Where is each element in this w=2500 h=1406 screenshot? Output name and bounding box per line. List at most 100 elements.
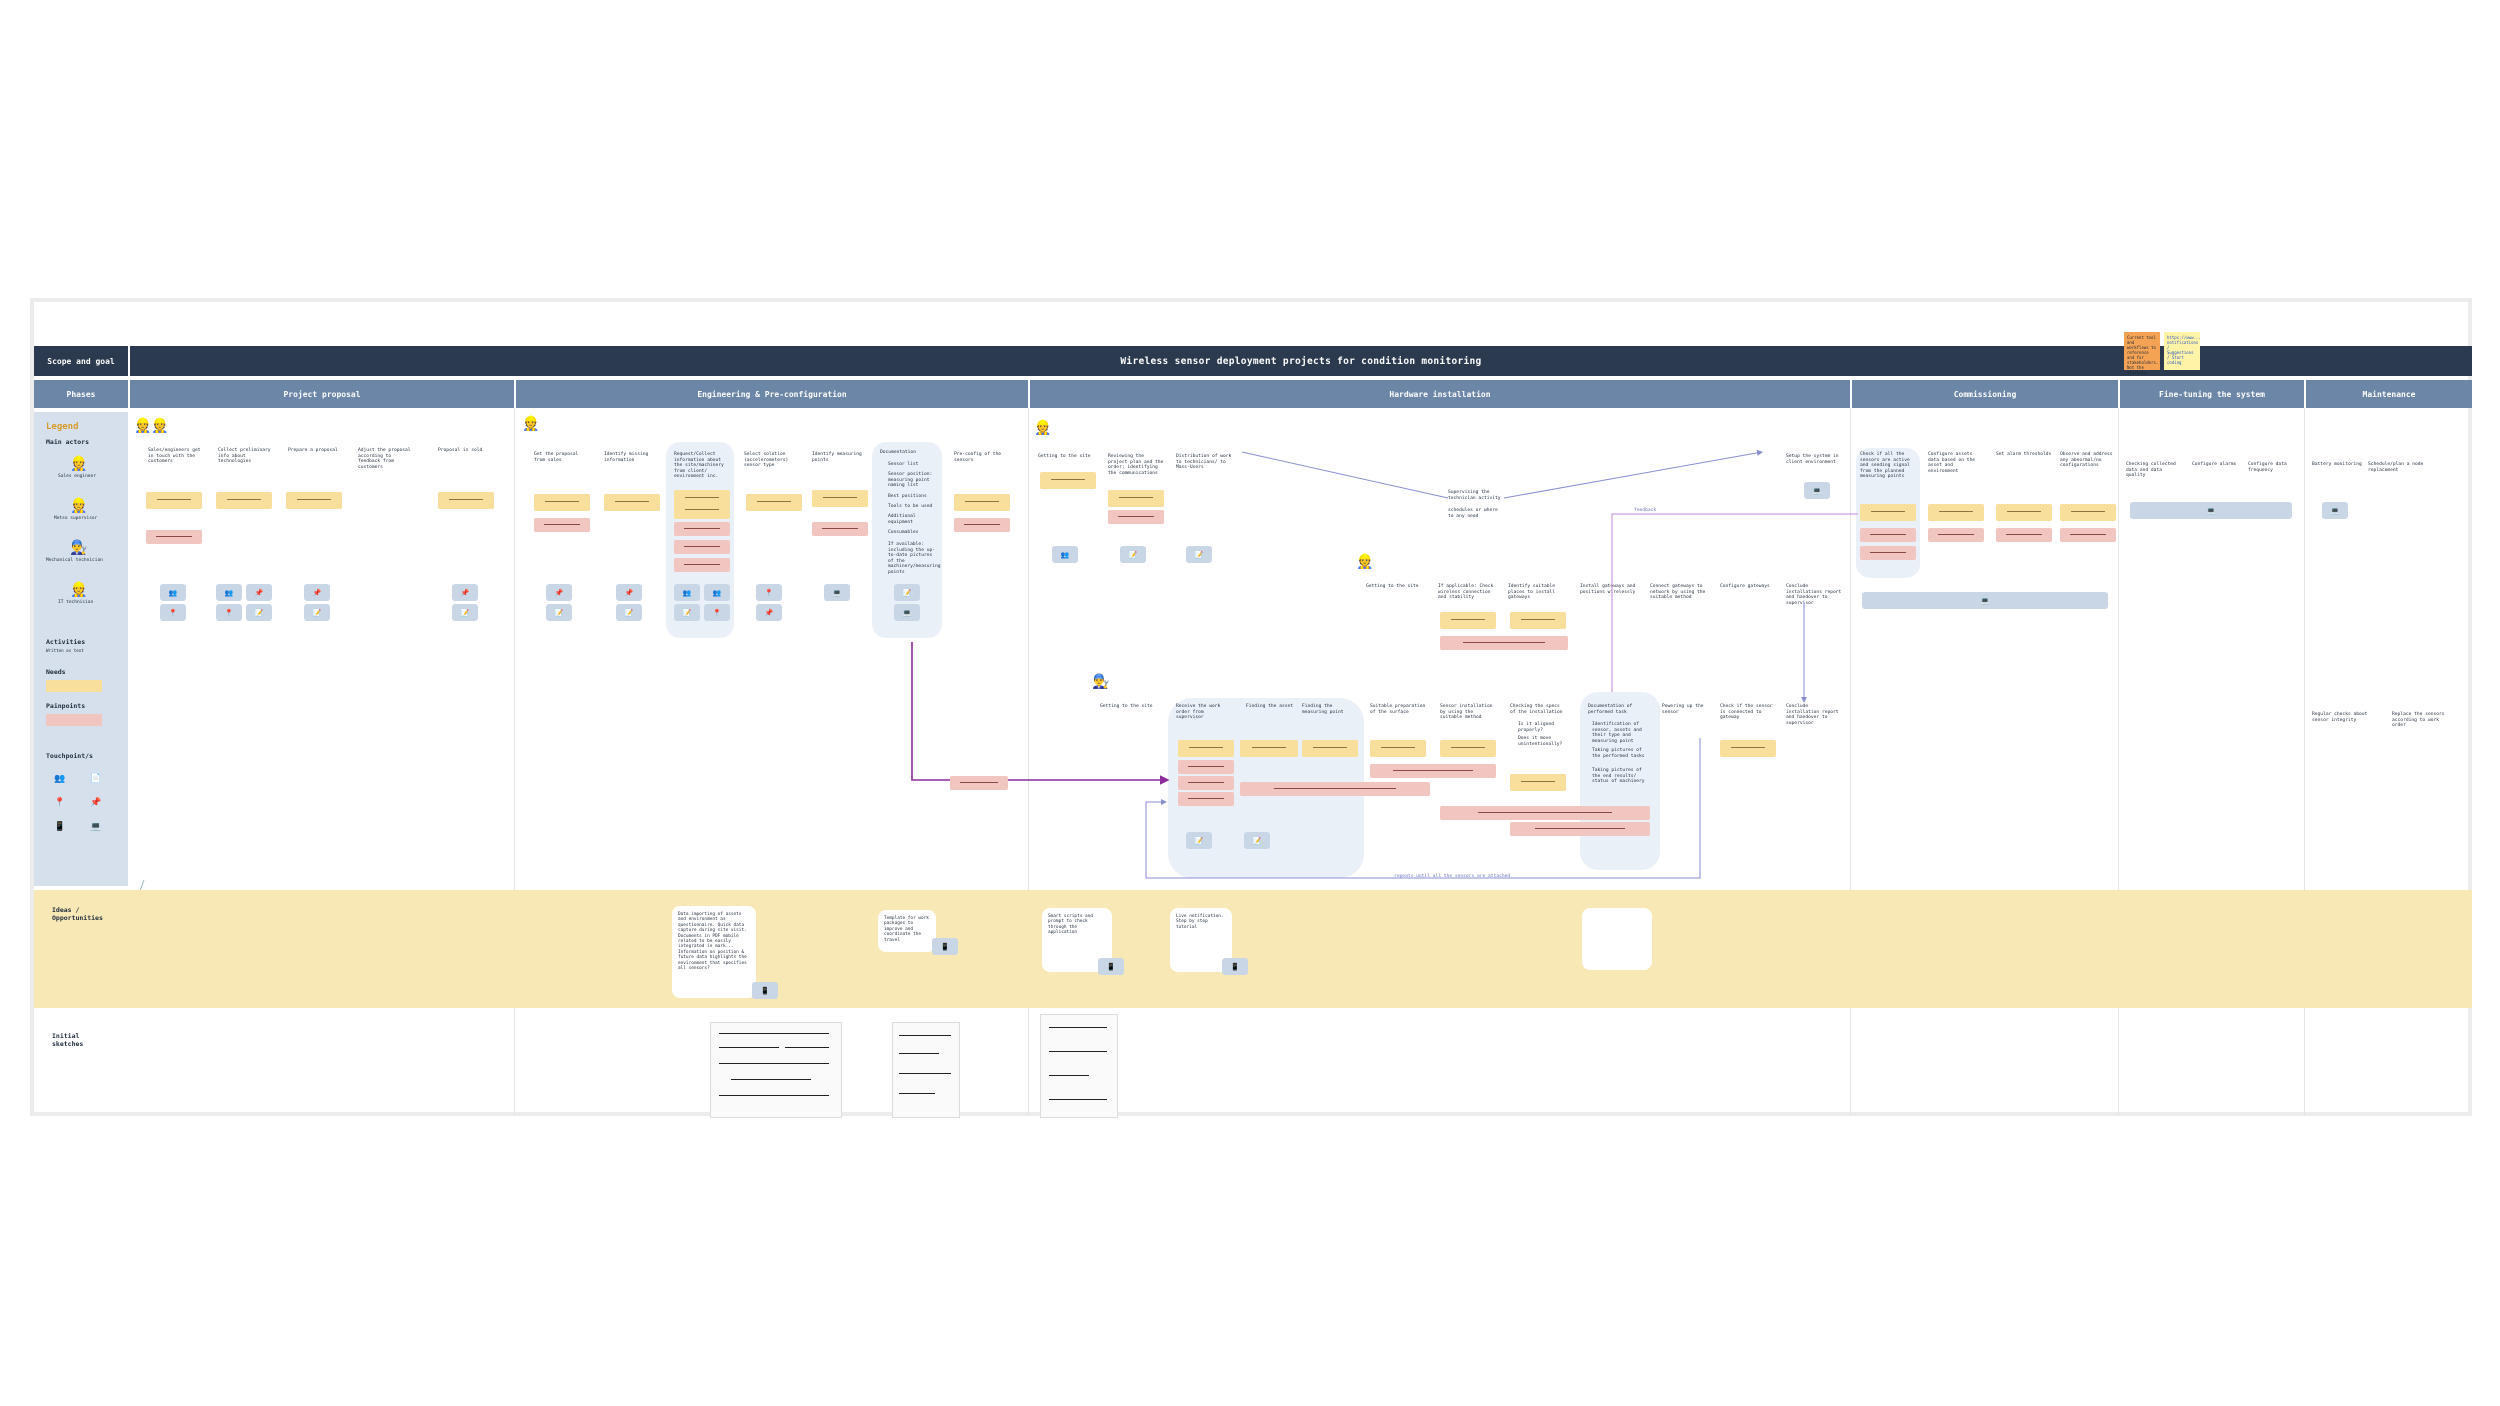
activity-card[interactable]: Install gateways and positions wirelessl…: [1580, 584, 1636, 595]
touchpoint[interactable]: 📍: [704, 604, 730, 621]
activity-card[interactable]: If applicable: Check wireless connection…: [1438, 584, 1494, 601]
activity-card[interactable]: Finding the measuring point: [1302, 704, 1344, 715]
activity-card[interactable]: Replace the sensors according to work or…: [2392, 712, 2445, 729]
pain-card[interactable]: [1240, 782, 1430, 796]
need-card[interactable]: [1440, 740, 1496, 757]
activity-card[interactable]: Finding the asset: [1246, 704, 1294, 709]
activity-card[interactable]: Identify suitable places to install gate…: [1508, 584, 1556, 601]
touchpoint[interactable]: 👥: [704, 584, 730, 601]
need-card[interactable]: [1178, 740, 1234, 757]
touchpoint[interactable]: 💻: [2322, 502, 2348, 519]
touchpoint[interactable]: 📱: [1222, 958, 1248, 975]
idea-note[interactable]: Data importing of assets and environment…: [672, 906, 756, 998]
touchpoint[interactable]: 📝: [304, 604, 330, 621]
activity-card[interactable]: Checking collected data and data quality: [2126, 462, 2176, 479]
touchpoint[interactable]: 📌: [304, 584, 330, 601]
pain-card[interactable]: [674, 540, 730, 554]
need-card[interactable]: [1510, 612, 1566, 629]
activity-card[interactable]: Pre-config of the sensors: [954, 452, 1002, 463]
need-card[interactable]: [746, 494, 802, 511]
need-card[interactable]: [1720, 740, 1776, 757]
touchpoint[interactable]: 📱: [932, 938, 958, 955]
touchpoint[interactable]: 📝: [246, 604, 272, 621]
activity-card[interactable]: Supervising the technician activity: [1448, 490, 1501, 501]
pain-card[interactable]: [534, 518, 590, 532]
activity-card[interactable]: Collect preliminary info about technolog…: [218, 448, 271, 465]
activity-card[interactable]: Sensor installation by using the suitabl…: [1440, 704, 1493, 721]
touchpoint[interactable]: 📝: [674, 604, 700, 621]
need-card[interactable]: [1440, 612, 1496, 629]
touchpoint[interactable]: 📝: [1120, 546, 1146, 563]
activity-card[interactable]: Setup the system in client environment: [1786, 454, 1839, 465]
touchpoint[interactable]: 💻: [1804, 482, 1830, 499]
activity-card[interactable]: Set alarm thresholds: [1996, 452, 2052, 457]
touchpoint[interactable]: 💻: [824, 584, 850, 601]
activity-card[interactable]: Proposal is sold: [438, 448, 483, 453]
activity-card[interactable]: Sales/engineers get in touch with the cu…: [148, 448, 201, 465]
activity-card[interactable]: Configure assets data based on the asset…: [1928, 452, 1976, 474]
activity-card[interactable]: Documentation of performed task: [1588, 704, 1633, 715]
need-card[interactable]: [1302, 740, 1358, 757]
need-card[interactable]: [1510, 774, 1566, 791]
activity-card[interactable]: Reviewing the project plan and the order…: [1108, 454, 1164, 476]
activity-card[interactable]: Suitable preparation of the surface: [1370, 704, 1426, 715]
need-card[interactable]: [1860, 504, 1916, 521]
activity-card[interactable]: Conclude installations report and handov…: [1786, 584, 1842, 606]
pain-card[interactable]: [674, 522, 730, 536]
need-card[interactable]: [1928, 504, 1984, 521]
activity-card[interactable]: Identify measuring points: [812, 452, 862, 463]
activity-card[interactable]: Request/Collect information about the si…: [674, 452, 724, 480]
pain-card[interactable]: [1178, 760, 1234, 774]
touchpoint[interactable]: 👥: [1052, 546, 1078, 563]
touchpoint[interactable]: 👥: [674, 584, 700, 601]
pain-card[interactable]: [812, 522, 868, 536]
touchpoint[interactable]: 📌: [756, 604, 782, 621]
touchpoint[interactable]: 📍: [160, 604, 186, 621]
pain-card[interactable]: [1370, 764, 1496, 778]
activity-card[interactable]: Configure alarms: [2192, 462, 2237, 467]
need-card[interactable]: [954, 494, 1010, 511]
pain-card[interactable]: [1996, 528, 2052, 542]
activity-card[interactable]: Configure data frequency: [2248, 462, 2287, 473]
need-card[interactable]: [2060, 504, 2116, 521]
activity-card[interactable]: Getting to the site: [1100, 704, 1153, 709]
activity-card[interactable]: Powering up the sensor: [1662, 704, 1704, 715]
touchpoint[interactable]: 📝: [894, 584, 920, 601]
touchpoint[interactable]: 📌: [546, 584, 572, 601]
pain-card[interactable]: [1440, 806, 1650, 820]
touchpoint[interactable]: 👥: [216, 584, 242, 601]
sticky-note-orange[interactable]: Current tool and workflows to reference …: [2124, 332, 2160, 375]
need-card[interactable]: [812, 490, 868, 507]
need-card[interactable]: [1996, 504, 2052, 521]
pain-card[interactable]: [1178, 776, 1234, 790]
touchpoint[interactable]: 📍: [216, 604, 242, 621]
pain-card[interactable]: [1440, 636, 1568, 650]
pain-card[interactable]: [1860, 528, 1916, 542]
activity-card[interactable]: Getting to the site: [1038, 454, 1091, 459]
activity-card[interactable]: Configure gateways: [1720, 584, 1770, 589]
activity-card[interactable]: Check if the sensor is connected to gate…: [1720, 704, 1773, 721]
activity-card[interactable]: Checking the specs of the installation: [1510, 704, 1563, 715]
touchpoint[interactable]: 💻: [894, 604, 920, 621]
touchpoint-wide[interactable]: 💻: [2130, 502, 2292, 519]
touchpoint[interactable]: 📝: [1244, 832, 1270, 849]
activity-card[interactable]: Adjust the proposal according to feedbac…: [358, 448, 411, 470]
idea-note[interactable]: Live notification. Step by step tutorial: [1170, 908, 1232, 972]
idea-note[interactable]: Template for work packages to improve an…: [878, 910, 936, 952]
need-card[interactable]: [1370, 740, 1426, 757]
touchpoint[interactable]: 📌: [452, 584, 478, 601]
activity-card[interactable]: Check if all the sensors are active and …: [1860, 452, 1910, 480]
activity-card[interactable]: Observe and address any abnormal/no conf…: [2060, 452, 2113, 469]
need-card[interactable]: [674, 502, 730, 519]
touchpoint[interactable]: 📌: [616, 584, 642, 601]
pain-card[interactable]: [146, 530, 202, 544]
touchpoint[interactable]: 📝: [546, 604, 572, 621]
activity-card[interactable]: Schedule/plan a node replacement: [2368, 462, 2424, 473]
touchpoint[interactable]: 📌: [246, 584, 272, 601]
pain-card[interactable]: [1108, 510, 1164, 524]
activity-card[interactable]: Prepare a proposal: [288, 448, 338, 453]
activity-card[interactable]: Get the proposal from sales: [534, 452, 579, 463]
touchpoint[interactable]: 📝: [1186, 832, 1212, 849]
pain-card[interactable]: [1928, 528, 1984, 542]
activity-card[interactable]: Distribution of work to technicians/ to …: [1176, 454, 1232, 471]
